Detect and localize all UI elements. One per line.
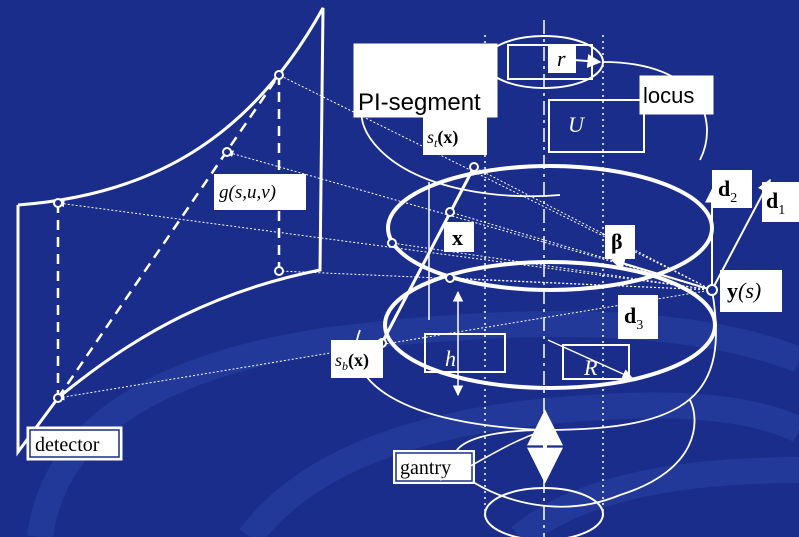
- U-label: U: [548, 99, 645, 153]
- locus-text: locus: [643, 83, 694, 108]
- d2-text: d2: [718, 176, 737, 206]
- d2-label: d2: [712, 170, 752, 208]
- pi-segment-label: PI-segment: [353, 43, 498, 118]
- detector-surface: [16, 7, 325, 457]
- point-st: [469, 162, 479, 172]
- sb-label: sb(x): [331, 340, 383, 378]
- point-x: [445, 207, 455, 217]
- h-box: h: [424, 333, 506, 373]
- r-label: r: [507, 44, 593, 80]
- x-text: x: [452, 225, 463, 250]
- background-swirls: [27, 311, 799, 537]
- point-helix-left: [387, 238, 397, 248]
- d1-label: d1: [762, 182, 799, 222]
- locus-label: locus: [639, 75, 714, 115]
- point-detector-bottom: [53, 393, 63, 403]
- point-detector-mid: [274, 266, 284, 276]
- d3-label: d3: [618, 295, 658, 339]
- point-detector-top: [274, 70, 284, 80]
- bottom-cylinder-ellipse: [484, 487, 604, 537]
- d3-text: d3: [624, 303, 643, 333]
- beta-text: β: [611, 229, 623, 254]
- detector-text: detector: [35, 434, 100, 456]
- R-box: R: [562, 344, 630, 380]
- h-text: h: [445, 346, 456, 371]
- st-text: st(x): [427, 127, 458, 150]
- point-g: [222, 147, 232, 157]
- point-lower: [445, 273, 455, 283]
- point-source: [706, 284, 718, 296]
- r-text: r: [557, 46, 566, 71]
- ys-text: y(s): [727, 278, 761, 303]
- ys-label: y(s): [720, 270, 782, 312]
- pi-line: [380, 166, 476, 344]
- st-label: st(x): [423, 117, 487, 155]
- pi-segment-text: PI-segment: [358, 89, 481, 116]
- U-text: U: [568, 112, 586, 137]
- x-label: x: [444, 222, 474, 252]
- point-detector-left-top: [53, 198, 63, 208]
- beta-label: β: [605, 225, 635, 259]
- gantry-label: gantry: [393, 429, 546, 484]
- d1-text: d1: [766, 188, 785, 218]
- g-label: g(s,u,v): [214, 174, 306, 210]
- detector-label: detector: [26, 426, 123, 461]
- points: [53, 70, 718, 403]
- sb-text: sb(x): [335, 350, 369, 373]
- g-text: g(s,u,v): [219, 182, 276, 203]
- R-text: R: [583, 355, 598, 380]
- detector-dashed-lines: [56, 74, 281, 399]
- gantry-text: gantry: [400, 457, 451, 479]
